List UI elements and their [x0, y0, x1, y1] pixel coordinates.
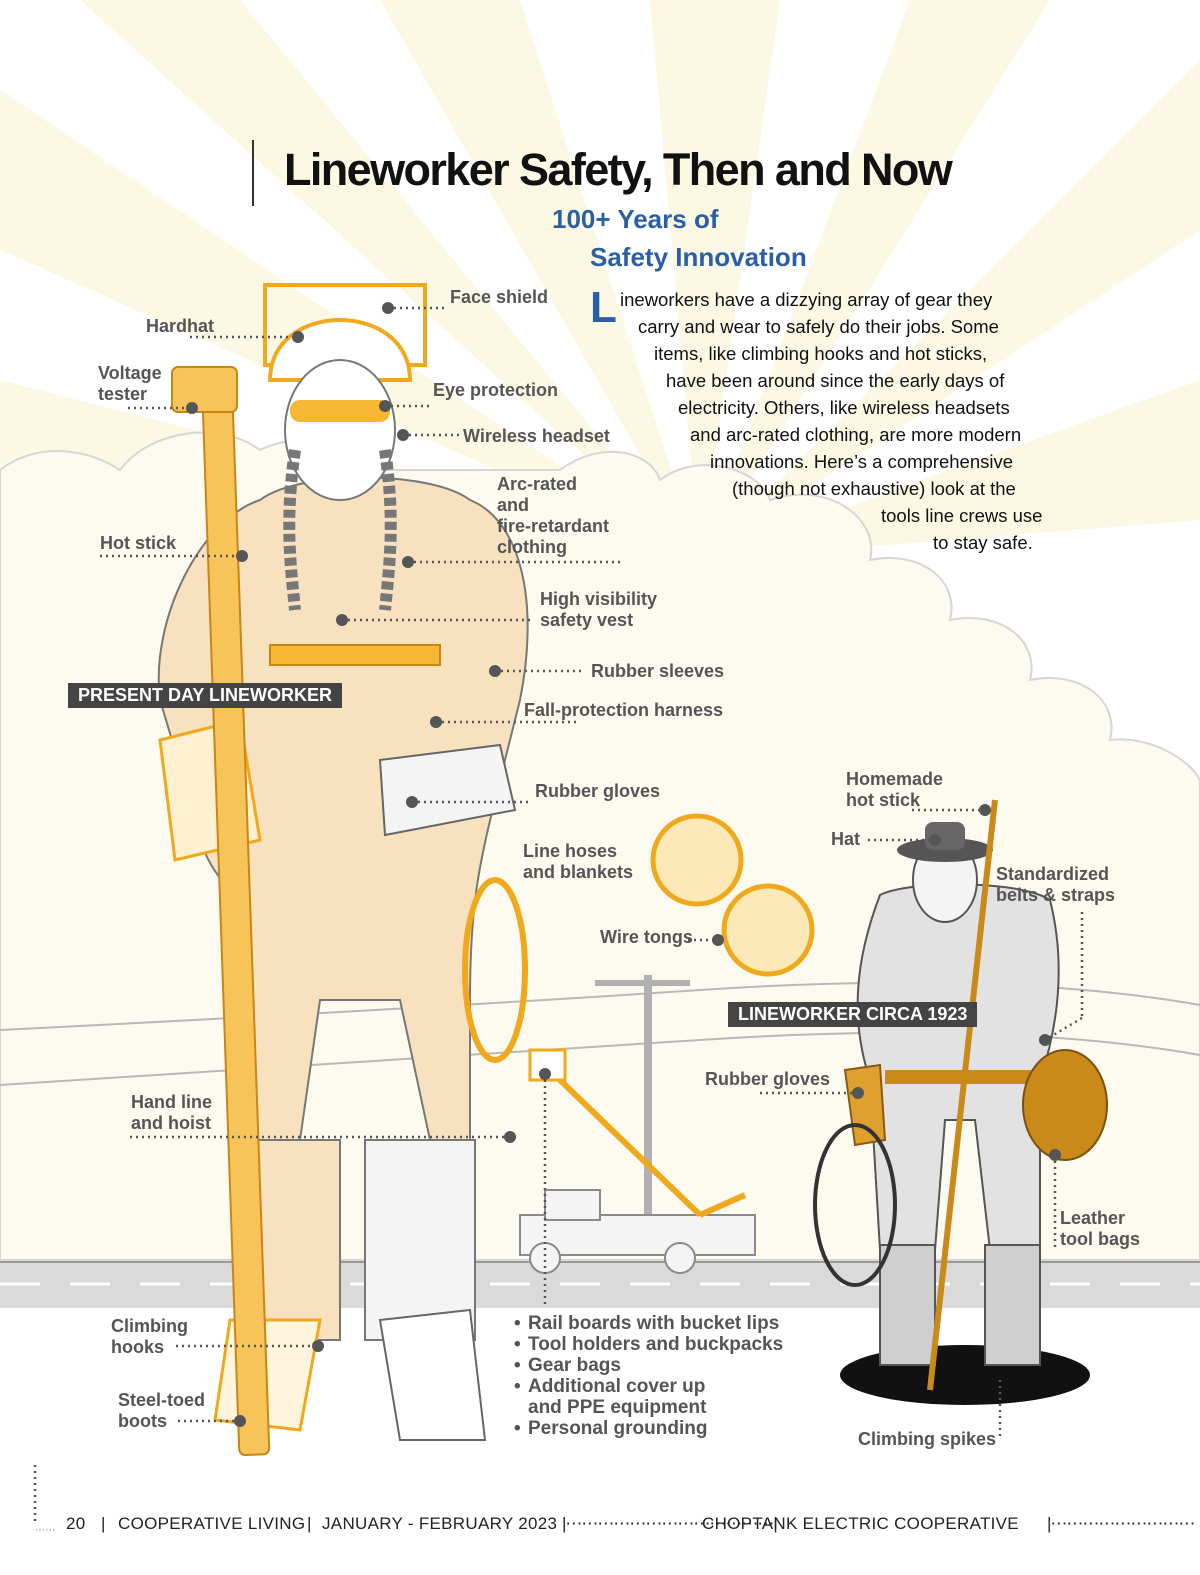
- label-wireless-headset: Wireless headset: [463, 426, 610, 446]
- intro-line: (though not exhaustive) look at the: [732, 478, 1016, 499]
- page-title: Lineworker Safety, Then and Now: [284, 144, 953, 195]
- label-wire-tongs: Wire tongs: [600, 927, 693, 947]
- intro-line: carry and wear to safely do their jobs. …: [638, 316, 999, 337]
- label-1923-rubber-gloves: Rubber gloves: [705, 1069, 831, 1089]
- utility-pole: [644, 975, 652, 1245]
- label-rubber-gloves: Rubber gloves: [535, 781, 661, 801]
- callout-dots: [186, 302, 1061, 1427]
- intro-line: items, like climbing hooks and hot stick…: [654, 343, 988, 364]
- intro-line: to stay safe.: [933, 532, 1033, 553]
- page-number: 20: [66, 1514, 86, 1533]
- list-item: Tool holders and buckpacks: [514, 1334, 783, 1355]
- label-belts-straps: Standardized belts & straps: [996, 864, 1116, 905]
- publication-name: COOPERATIVE LIVING: [118, 1514, 306, 1533]
- lineworker-1923-figure: [813, 799, 1108, 1405]
- label-hi-vis-vest: High visibility safety vest: [540, 589, 658, 630]
- intro-line: tools line crews use: [881, 505, 1043, 526]
- drop-cap: L: [590, 283, 617, 332]
- label-climbing-hooks: Climbing hooks: [111, 1316, 188, 1357]
- label-hand-line-hoist: Hand line and hoist: [131, 1092, 213, 1133]
- list-item: Personal grounding: [514, 1418, 783, 1439]
- bucket-truck: [519, 1048, 756, 1274]
- intro-line: ineworkers have a dizzying array of gear…: [620, 289, 993, 310]
- label-rubber-sleeves: Rubber sleeves: [591, 661, 725, 681]
- label-homemade-hot-stick: Homemade hot stick: [846, 769, 944, 810]
- label-hat: Hat: [831, 829, 861, 849]
- list-item: Rail boards with bucket lips: [514, 1313, 783, 1334]
- additional-gear-list: Rail boards with bucket lips Tool holder…: [514, 1313, 783, 1439]
- label-hardhat: Hardhat: [146, 316, 215, 336]
- label-eye-protection: Eye protection: [433, 380, 559, 400]
- label-arc-rated-clothing: Arc-rated and fire-retardant clothing: [497, 474, 610, 557]
- list-item: Gear bags: [514, 1355, 783, 1376]
- label-voltage-tester: Voltage tester: [98, 363, 162, 404]
- intro-line: electricity. Others, like wireless heads…: [678, 397, 1010, 418]
- intro-line: innovations. Here’s a comprehensive: [710, 451, 1014, 472]
- present-day-lineworker-figure: [157, 283, 529, 1456]
- title-block: Lineworker Safety, Then and Now: [252, 140, 953, 206]
- circa-1923-banner: LINEWORKER CIRCA 1923: [728, 1002, 978, 1027]
- intro-line: and arc-rated clothing, are more modern: [690, 424, 1022, 445]
- label-fall-protection-harness: Fall-protection harness: [524, 700, 724, 720]
- label-climbing-spikes: Climbing spikes: [858, 1429, 997, 1449]
- subtitle-line-1: 100+ Years of: [552, 204, 719, 234]
- wire-tongs-circle: [721, 883, 815, 977]
- label-line-hoses: Line hoses and blankets: [523, 841, 634, 882]
- issue-date: JANUARY - FEBRUARY 2023: [322, 1514, 558, 1533]
- present-day-banner: PRESENT DAY LINEWORKER: [68, 683, 343, 708]
- callout-leader-lines: [33, 306, 1084, 1522]
- list-item: Additional cover up and PPE equipment: [514, 1376, 783, 1418]
- label-hot-stick: Hot stick: [100, 533, 177, 553]
- label-leather-tool-bags: Leather tool bags: [1060, 1208, 1140, 1249]
- label-face-shield: Face shield: [450, 287, 549, 307]
- cooperative-name: CHOPTANK ELECTRIC COOPERATIVE: [702, 1514, 1019, 1533]
- page-footer: ⋯⋯ 20 | COOPERATIVE LIVING | JANUARY - F…: [35, 1514, 1195, 1536]
- label-steel-toed-boots: Steel-toed boots: [118, 1390, 206, 1431]
- intro-line: have been around since the early days of: [666, 370, 1005, 391]
- subtitle-line-2: Safety Innovation: [590, 242, 807, 272]
- line-hose-circle: [650, 813, 744, 907]
